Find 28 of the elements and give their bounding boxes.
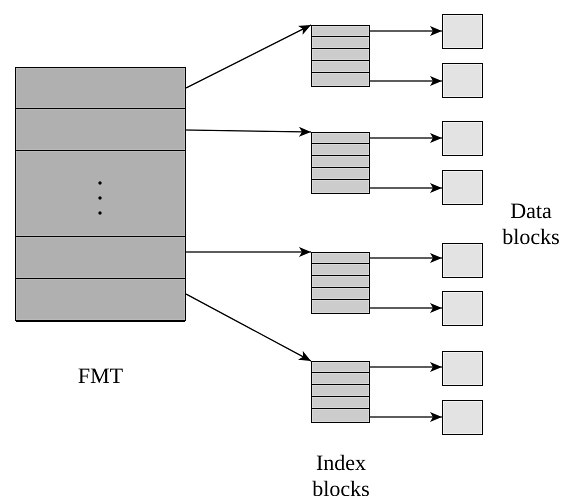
index-blocks-label: Index blocks [311, 450, 371, 496]
arrow [186, 247, 311, 257]
data-block [442, 400, 483, 435]
arrow [370, 76, 442, 86]
index-block [311, 361, 370, 423]
file-map-table [15, 67, 186, 321]
arrow [186, 293, 312, 362]
index-block [311, 252, 370, 314]
data-blocks-label: Data blocks [501, 198, 561, 250]
table-caption: FMT [76, 363, 124, 389]
arrow [186, 126, 312, 137]
data-block [442, 170, 483, 205]
arrow [370, 412, 442, 422]
arrow [370, 133, 442, 143]
data-block [442, 291, 483, 326]
arrow [370, 183, 442, 193]
index-block [311, 132, 370, 194]
data-block [442, 14, 483, 49]
data-block [442, 121, 483, 156]
data-block [442, 351, 483, 386]
data-block [442, 243, 483, 278]
arrow [370, 303, 442, 313]
index-block [311, 25, 370, 87]
data-block [442, 63, 483, 98]
arrow [186, 24, 312, 89]
arrow [370, 26, 442, 36]
arrow [370, 362, 442, 372]
arrow [370, 253, 442, 263]
